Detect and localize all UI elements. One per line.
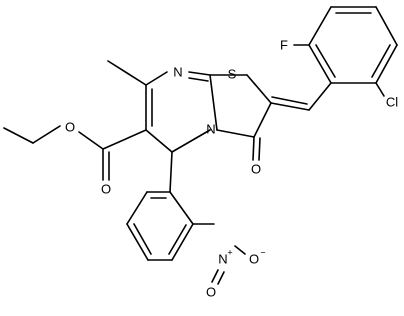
bond-n4-c8a [209, 74, 218, 131]
atom-labels: F Cl N S N O O O N + O − O [65, 37, 398, 299]
atom-label-nitro-nitrogen: N [218, 251, 227, 266]
bond-c8a-n8 [188, 71, 211, 76]
atom-label-fluorine: F [280, 37, 288, 52]
bond-c3-o [252, 136, 255, 161]
charge-label-nitro-nitrogen: + [227, 247, 232, 257]
bond-nitroaryl-4 [126, 223, 149, 261]
bond-nitroaryl-1 [169, 191, 194, 225]
bond-aryl-6 [308, 6, 332, 46]
bond-ch2-ch3 [3, 127, 34, 144]
atom-label-nitro-double-oxygen: O [206, 284, 216, 299]
bond-c3-n4 [216, 129, 255, 138]
bonds [3, 6, 398, 285]
bond-aryl-5 [308, 44, 332, 84]
bond-c2-c3 [253, 102, 272, 138]
bond-c6-c5 [145, 129, 173, 153]
bond-aryl-3-inner [371, 44, 391, 78]
bond-aryl-2 [375, 6, 398, 46]
atom-label-chlorine: Cl [386, 94, 398, 109]
bond-methine-c2-inner [271, 96, 308, 105]
bond-c5-n4 [171, 129, 211, 153]
bond-c5-aryl2 [169, 151, 173, 193]
bond-n8-c7 [145, 71, 168, 86]
bond-c7-methyl [107, 60, 147, 86]
atom-label-fused-nitrogen: N [206, 121, 215, 136]
atom-label-nitro-single-oxygen: O [249, 251, 259, 266]
atom-label-ester-ether-oxygen: O [65, 119, 75, 134]
bond-c8a-n8-inner [188, 77, 209, 82]
bond-c2-s [246, 74, 272, 104]
bond-aryl-3 [375, 44, 398, 84]
atom-label-ester-carbonyl-oxygen: O [101, 181, 111, 196]
bond-nitroaryl-5 [126, 191, 148, 225]
bond-nnitro-odouble-inner [217, 271, 225, 285]
bond-c-cl [375, 82, 385, 97]
bond-nnitro-odouble [211, 269, 219, 283]
bond-cester-oether [78, 131, 104, 150]
bond-nitroaryl-2 [171, 223, 194, 261]
bond-methine-c2 [270, 102, 310, 111]
atom-label-sulfur: S [228, 66, 237, 81]
atom-label-ketone-oxygen: O [251, 161, 261, 176]
bond-nitroaryl-2-inner [168, 224, 187, 255]
bond-nitroaryl-4-inner [133, 223, 152, 255]
bond-aryl-methine [308, 82, 332, 111]
bond-oether-ch2 [32, 125, 61, 144]
bond-nnitro-osingle [234, 245, 246, 255]
charge-label-nitro-oxygen: − [260, 247, 265, 257]
bond-aryl-5-inner [315, 44, 336, 78]
bond-c6-cester [102, 129, 147, 150]
bond-c3-o-inner [258, 137, 261, 161]
atom-label-ring-nitrogen: N [173, 64, 182, 79]
